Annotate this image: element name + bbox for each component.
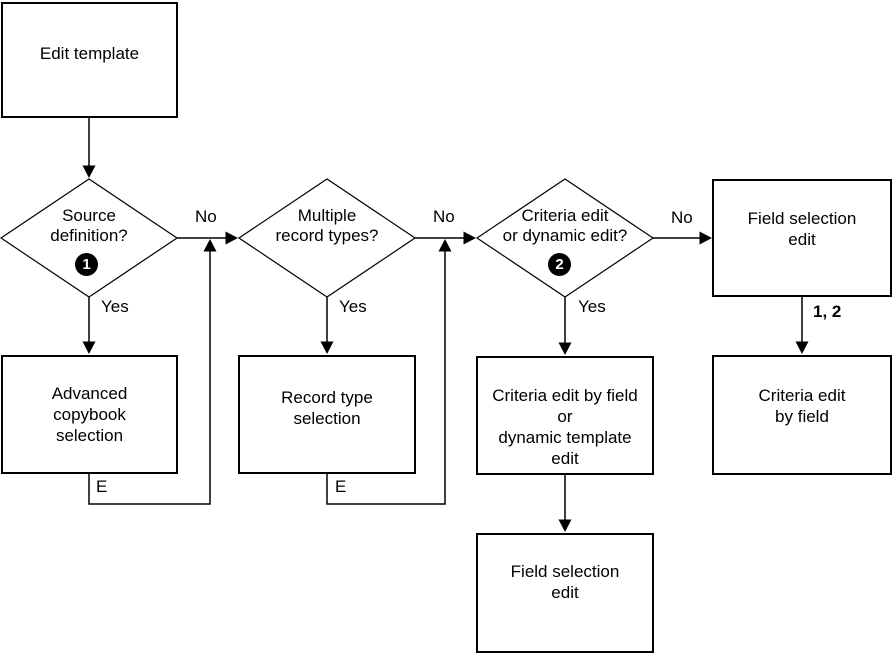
arrowhead-up-exit-source	[203, 239, 217, 252]
edge-label-no-criteria: No	[671, 208, 693, 227]
diamond-label-multiple-record-types: Multiple record types?	[275, 206, 379, 245]
arrowhead-right-criteria	[463, 231, 476, 245]
node-field-selection-edit-bottom: Field selection edit	[476, 533, 654, 653]
edge-label-yes-criteria: Yes	[578, 297, 606, 316]
node-advanced-copybook-selection: Advanced copybook selection	[1, 355, 178, 474]
edge-label-exit-multiple: E	[335, 477, 347, 496]
arrowhead-down-fieldsel-bottom	[558, 519, 572, 532]
node-criteria-edit-by-field: Criteria edit by field	[712, 355, 892, 475]
arrowhead-right-fieldsel	[699, 231, 712, 245]
arrowhead-down-criteriafield	[795, 341, 809, 354]
node-edit-template: Edit template	[1, 2, 178, 118]
node-record-type-selection: Record type selection	[238, 355, 416, 474]
edge-label-no-source: No	[195, 207, 217, 226]
badge-1-icon: 1	[75, 253, 98, 276]
badge-2-icon: 2	[548, 253, 571, 276]
arrowhead-right-multiple	[225, 231, 238, 245]
diamond-label-source-definition: Source definition?	[50, 206, 128, 245]
edge-label-yes-source: Yes	[101, 297, 129, 316]
edge-exit-source-loop	[88, 251, 211, 505]
edge-label-no-multiple: No	[433, 207, 455, 226]
edge-label-exit-source: E	[96, 477, 108, 496]
edge-label-yes-multiple: Yes	[339, 297, 367, 316]
arrowhead-down-source	[82, 165, 96, 178]
arrowhead-up-exit-multiple	[438, 239, 452, 252]
diamond-label-criteria-or-dynamic: Criteria edit or dynamic edit?	[502, 206, 628, 245]
node-field-selection-edit-top: Field selection edit	[712, 179, 892, 297]
edge-label-one-two: 1, 2	[813, 302, 842, 321]
arrowhead-down-criteriadyn	[558, 342, 572, 355]
arrowhead-down-advanced	[82, 341, 96, 354]
node-criteria-edit-or-dynamic-template: Criteria edit by field or dynamic templa…	[476, 356, 654, 475]
edge-exit-multiple-loop	[326, 251, 446, 505]
arrowhead-down-record	[320, 341, 334, 354]
